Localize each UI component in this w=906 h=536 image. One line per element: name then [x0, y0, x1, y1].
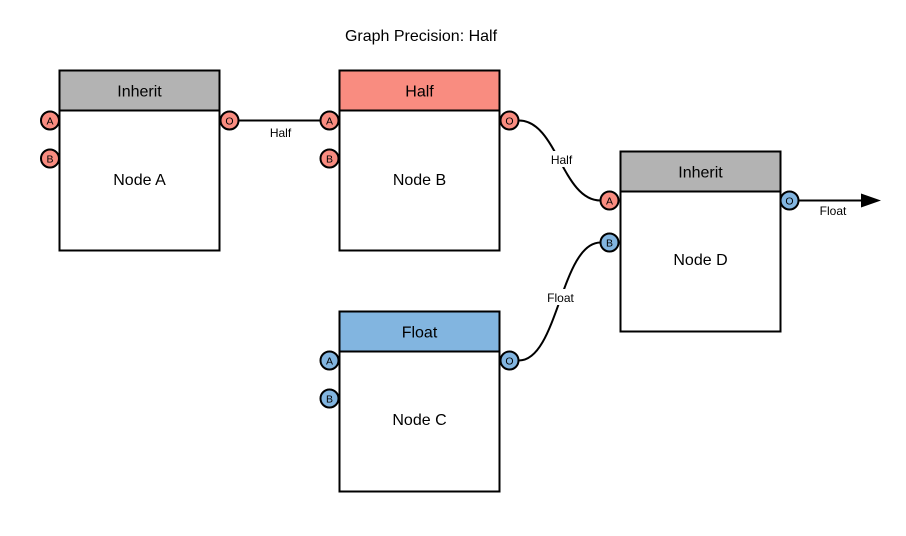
node-b-header: [338, 69, 501, 112]
node-c-port-b-label: B: [326, 394, 333, 406]
node-b-port-a: [319, 110, 340, 131]
node-c-title: Node C: [392, 412, 446, 429]
node-a-port-b-label: B: [46, 154, 53, 166]
edge-label-nodea-nodeb: Half: [270, 126, 292, 140]
node-c-port-o-label: O: [505, 356, 513, 368]
node-a-port-o: [219, 110, 240, 131]
edge-label-nodec-noded: Float: [547, 291, 574, 305]
edge-label-background: [542, 289, 580, 305]
node-c-port-a: [319, 350, 340, 371]
node-a: Inherit Node A A B O: [40, 69, 240, 252]
edges-layer: Half Half Float Float: [239, 119, 881, 362]
node-b-port-a-label: A: [326, 116, 333, 128]
node-b-port-b-label: B: [326, 154, 333, 166]
node-c-header: [338, 310, 501, 353]
node-b-port-b: [319, 148, 340, 169]
node-a-port-a-label: A: [46, 116, 53, 128]
node-a-precision-label: Inherit: [117, 84, 162, 101]
node-b: Half Node B A B O: [319, 69, 520, 252]
node-d-title: Node D: [673, 252, 727, 269]
node-d-port-b: [599, 232, 620, 253]
node-d-header: [619, 150, 782, 193]
node-b-port-o: [499, 110, 520, 131]
output-arrowhead-icon: [861, 193, 881, 208]
node-a-title: Node A: [113, 172, 166, 189]
node-d-port-o: [779, 190, 800, 211]
node-d-port-a: [599, 190, 620, 211]
diagram-title: Graph Precision: Half: [345, 28, 498, 45]
node-c-port-a-label: A: [326, 356, 333, 368]
node-a-port-o-label: O: [225, 116, 233, 128]
node-d-port-b-label: B: [606, 238, 613, 250]
node-d: Inherit Node D A B O: [599, 150, 800, 333]
node-b-port-o-label: O: [505, 116, 513, 128]
edge-label-output: Float: [820, 204, 847, 218]
node-b-precision-label: Half: [405, 84, 434, 101]
node-a-header: [58, 69, 221, 112]
node-d-precision-label: Inherit: [678, 165, 723, 182]
node-c: Float Node C A B O: [319, 310, 520, 493]
node-d-port-o-label: O: [785, 196, 793, 208]
node-c-precision-label: Float: [402, 325, 438, 342]
node-c-port-b: [319, 388, 340, 409]
node-b-title: Node B: [393, 172, 446, 189]
edge-label-nodeb-noded: Half: [551, 153, 573, 167]
node-d-port-a-label: A: [606, 196, 613, 208]
node-a-port-b: [40, 148, 60, 169]
node-c-port-o: [499, 350, 520, 371]
edge-label-background: [545, 151, 578, 167]
node-a-port-a: [40, 110, 60, 131]
